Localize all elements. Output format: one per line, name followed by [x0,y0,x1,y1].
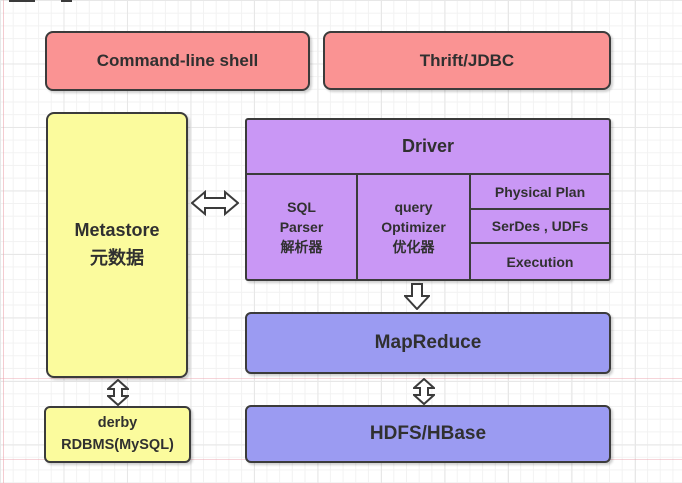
node-execution-label: Execution [506,253,574,270]
node-sql-parser-line2: Parser [279,218,324,235]
node-serdes-udfs[interactable]: SerDes , UDFs [471,210,609,244]
node-metastore[interactable]: Metastore 元数据 [46,112,188,378]
node-query-optimizer-line2: Optimizer [381,218,446,235]
node-command-line-shell[interactable]: Command-line shell [45,31,310,91]
node-thrift-jdbc[interactable]: Thrift/JDBC [323,31,611,90]
screen-edge-artifact [9,0,35,2]
node-sql-parser-line3: 解析器 [280,239,323,256]
node-hdfs-hbase-label: HDFS/HBase [369,423,487,444]
node-metastore-title: Metastore [74,220,160,241]
node-physical-plan-label: Physical Plan [494,183,586,200]
node-driver[interactable]: Driver SQL Parser 解析器 query Optimizer 优化… [245,118,611,281]
node-derby-rdbms-line1: derby [97,414,138,431]
guide-line-horizontal [0,378,682,379]
node-driver-title-cell: Driver [247,120,609,175]
node-sql-parser[interactable]: SQL Parser 解析器 [247,175,358,279]
down-arrow-icon[interactable] [404,283,430,310]
node-serdes-udfs-label: SerDes , UDFs [491,218,589,234]
up-down-arrow-icon[interactable] [107,379,129,406]
node-derby-rdbms[interactable]: derby RDBMS(MySQL) [44,406,191,463]
node-query-optimizer[interactable]: query Optimizer 优化器 [358,175,471,279]
node-execution[interactable]: Execution [471,244,609,279]
node-command-line-shell-label: Command-line shell [96,51,259,70]
node-query-optimizer-line3: 优化器 [392,239,435,256]
left-right-arrow-icon[interactable] [191,190,239,216]
up-down-arrow-icon[interactable] [413,378,435,405]
guide-line-vertical [3,0,4,483]
node-metastore-subtitle: 元数据 [90,248,144,268]
node-hdfs-hbase[interactable]: HDFS/HBase [245,405,611,463]
screen-edge-artifact [61,0,72,2]
node-thrift-jdbc-label: Thrift/JDBC [419,50,515,70]
node-sql-parser-line1: SQL [287,198,316,215]
node-mapreduce-label: MapReduce [374,332,482,353]
node-query-optimizer-line1: query [394,198,433,215]
node-mapreduce[interactable]: MapReduce [245,312,611,374]
node-physical-plan[interactable]: Physical Plan [471,175,609,210]
node-driver-label: Driver [401,136,455,156]
node-derby-rdbms-line2: RDBMS(MySQL) [61,436,174,453]
